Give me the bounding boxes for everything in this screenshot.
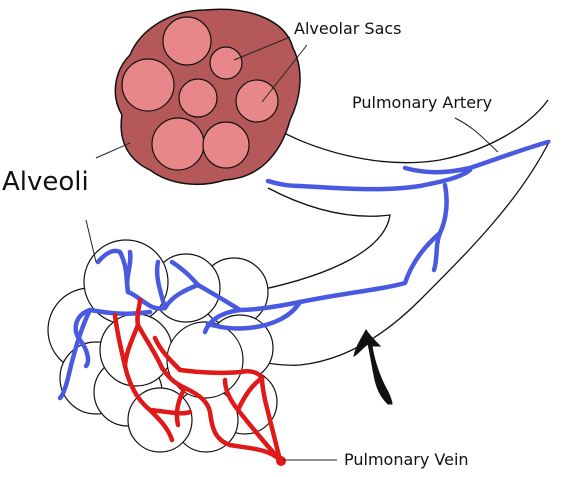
vein-capillary: [147, 407, 193, 416]
sac-chamber: [151, 117, 205, 171]
sac-chamber: [202, 121, 250, 169]
alveolar-sac-cluster: [114, 8, 301, 186]
leader-alveolar-sacs-1: [233, 36, 291, 61]
vein-exit-point: [276, 456, 286, 466]
artery-capillary: [154, 259, 168, 311]
vein-branch: [159, 365, 283, 463]
vein-capillary: [174, 385, 188, 428]
sac-chamber: [209, 46, 243, 80]
bronchiole-tube: [259, 99, 551, 366]
artery-main-branch: [402, 139, 551, 175]
leader-alveoli-2: [85, 219, 97, 263]
tube-lower-edge: [261, 139, 551, 366]
vein-capillary: [135, 297, 143, 328]
leader-alveolar-sacs-2: [261, 44, 308, 103]
leader-pulmonary-artery: [454, 117, 499, 153]
leader-lines: [85, 36, 499, 461]
artery-cross-branch: [205, 299, 303, 331]
artery-capillary: [57, 307, 93, 401]
artery-descending-branch: [431, 182, 449, 273]
artery-upper-branch: [265, 167, 473, 192]
sac-chamber: [121, 58, 175, 112]
leader-alveoli-1: [95, 142, 131, 159]
pulmonary-artery-vessels: [57, 139, 551, 401]
pulmonary-vein-vessels: [112, 297, 283, 463]
label-pulmonary-vein: Pulmonary Vein: [344, 450, 469, 469]
vein-capillary: [152, 335, 183, 373]
label-alveoli: Alveoli: [2, 167, 89, 197]
sac-inner-chambers: [121, 16, 279, 171]
label-alveolar-sacs: Alveolar Sacs: [294, 19, 402, 38]
artery-capillary: [125, 249, 133, 295]
label-pulmonary-artery: Pulmonary Artery: [352, 93, 492, 112]
vein-capillary: [112, 312, 128, 369]
sac-chamber: [162, 16, 212, 66]
vein-branch: [235, 375, 265, 413]
airflow-arrow: [353, 329, 393, 405]
sac-chamber: [178, 78, 218, 118]
artery-middle-branch: [297, 230, 443, 305]
sac-chamber: [235, 79, 279, 123]
tube-upper-edge: [269, 99, 549, 164]
tube-inner-curve: [259, 187, 391, 291]
